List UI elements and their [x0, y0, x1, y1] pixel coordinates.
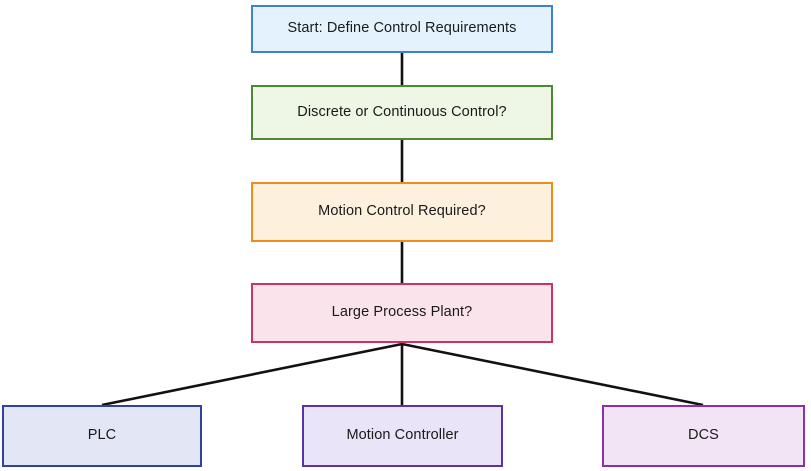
edge-large-process-plant-to-plc: [101, 342, 403, 407]
node-label-dcs: DCS: [688, 427, 719, 444]
node-label-discrete-or-continuous: Discrete or Continuous Control?: [297, 103, 507, 120]
node-discrete-or-continuous[interactable]: Discrete or Continuous Control?: [251, 85, 553, 140]
node-plc[interactable]: PLC: [2, 405, 202, 467]
node-motion-control-required[interactable]: Motion Control Required?: [251, 182, 553, 242]
edge-large-process-plant-to-dcs: [401, 342, 704, 407]
node-label-motion-control-required: Motion Control Required?: [318, 203, 486, 220]
node-start[interactable]: Start: Define Control Requirements: [251, 5, 553, 53]
node-motion-controller[interactable]: Motion Controller: [302, 405, 503, 467]
node-label-motion-controller: Motion Controller: [346, 427, 459, 444]
node-label-plc: PLC: [87, 427, 117, 444]
node-dcs[interactable]: DCS: [602, 405, 805, 467]
node-large-process-plant[interactable]: Large Process Plant?: [251, 283, 553, 343]
node-label-large-process-plant: Large Process Plant?: [331, 304, 473, 321]
node-label-start: Start: Define Control Requirements: [287, 20, 517, 37]
